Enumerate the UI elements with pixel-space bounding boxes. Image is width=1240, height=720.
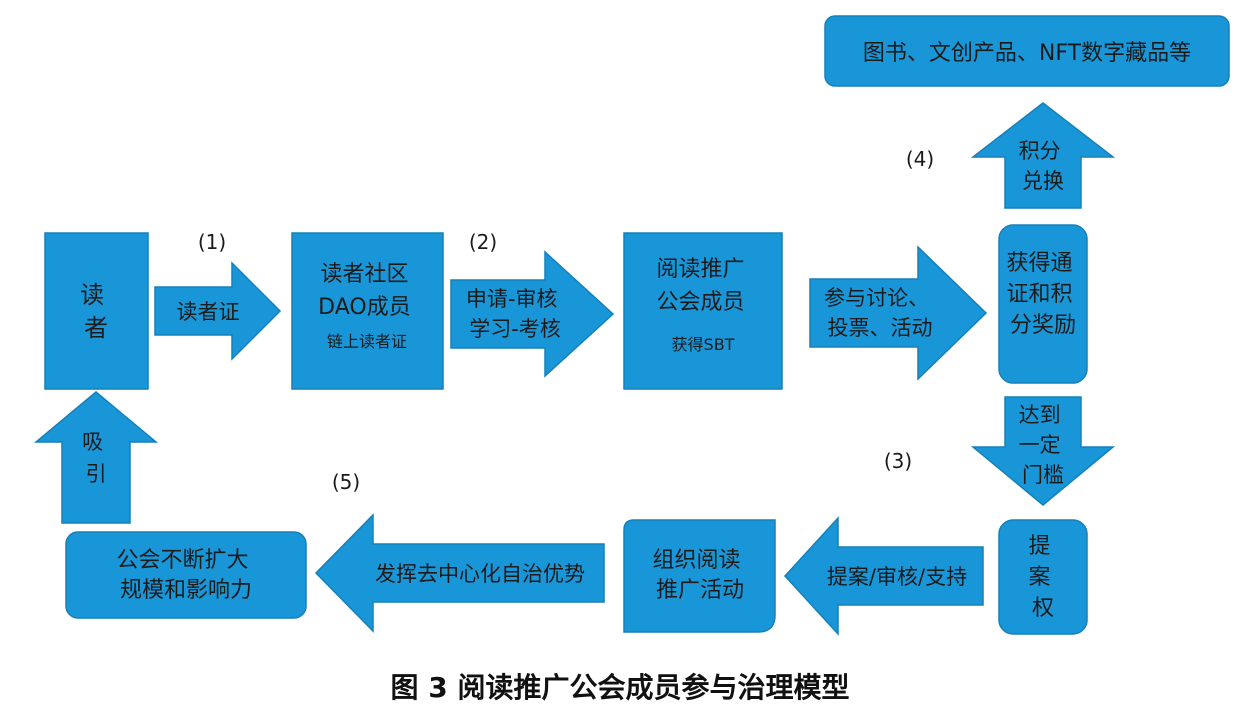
step-label-4: (4) xyxy=(906,147,934,171)
step-label-5: (5) xyxy=(332,470,360,494)
dao-member-label: 读者社区 DAO成员 链上读者证 xyxy=(318,262,416,351)
arrow-attract-up xyxy=(33,391,159,524)
redeem-items-box xyxy=(824,15,1230,87)
guild-expand-label: 公会不断扩大 规模和影响力 xyxy=(116,548,255,603)
guild-member-box xyxy=(623,232,783,390)
organize-events-label: 组织阅读 推广活动 xyxy=(652,548,747,603)
proposal-right-label: 提 案 权 xyxy=(1028,534,1057,621)
step-label-2: (2) xyxy=(469,230,497,254)
arrow-points-exchange-up xyxy=(970,102,1116,209)
arrow-reader-card-label: 读者证 xyxy=(177,300,240,324)
arrow-points-exchange-label: 积分 兑换 xyxy=(1019,139,1068,193)
points-reward-label: 获得通 证和积 分奖励 xyxy=(1006,251,1079,338)
figure-caption: 图 3 阅读推广公会成员参与治理模型 xyxy=(391,671,850,704)
arrow-decentralized-advantage-label: 发挥去中心化自治优势 xyxy=(375,562,585,586)
step-label-3: (3) xyxy=(884,449,912,473)
step-label-1: (1) xyxy=(198,230,226,254)
points-reward-box xyxy=(998,224,1088,384)
dao-member-box xyxy=(291,232,444,390)
proposal-right-box xyxy=(998,519,1088,635)
arrow-attract-label: 吸 引 xyxy=(82,430,110,486)
arrow-apply-review-label: 申请-审核 学习-考核 xyxy=(466,287,564,341)
arrow-dao-to-guild xyxy=(450,250,615,378)
arrow-guild-to-reward xyxy=(809,245,988,381)
organize-events-box xyxy=(623,519,776,633)
arrow-threshold-label: 达到 一定 门槛 xyxy=(1019,403,1068,487)
arrow-events-to-expand xyxy=(314,513,605,633)
guild-expand-box xyxy=(65,531,307,619)
arrow-reader-to-dao xyxy=(154,261,282,361)
arrow-participate-label: 参与讨论、 投票、活动 xyxy=(824,286,936,340)
arrow-propose-review-support-label: 提案/审核/支持 xyxy=(827,565,967,589)
arrow-threshold-down xyxy=(970,396,1116,506)
reader-box xyxy=(44,232,149,390)
reader-label: 读 者 xyxy=(80,281,112,342)
guild-member-label: 阅读推广 公会成员 获得SBT xyxy=(656,257,749,354)
arrow-proposal-to-events xyxy=(783,516,984,636)
redeem-items-label: 图书、文创产品、NFT数字藏品等 xyxy=(863,41,1191,66)
